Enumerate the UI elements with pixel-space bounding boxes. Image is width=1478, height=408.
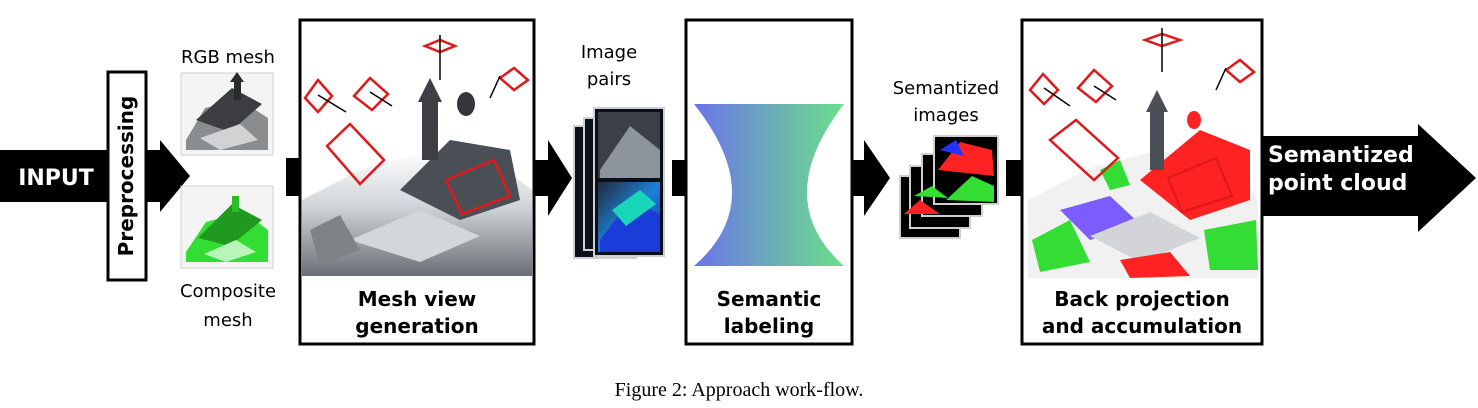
mesh-view-box: Mesh view generation (298, 18, 536, 346)
rgb-mesh-label: RGB mesh (181, 47, 275, 68)
image-pairs-stack (573, 107, 665, 259)
input-arrow: INPUT (0, 140, 190, 212)
stem-to-semantic-labeling (672, 160, 686, 196)
preprocessing-label: Preprocessing (114, 96, 138, 257)
camera-frames (303, 38, 531, 216)
back-projection-camera-frames (1028, 32, 1257, 214)
output-arrow: Semantized point cloud (1262, 124, 1476, 232)
output-label-line2: point cloud (1268, 171, 1407, 196)
back-projection-rays (1043, 28, 1227, 107)
composite-mesh-thumbnail (180, 185, 274, 269)
back-projection-box: Back projection and accumulation (1020, 18, 1264, 346)
image-pairs-label-line2: pairs (587, 69, 631, 90)
semantic-labeling-box: Semantic labeling (684, 18, 854, 346)
arrow-to-image-pairs (534, 140, 572, 216)
semantized-images-label-line1: Semantized (893, 78, 999, 99)
preprocessing-box: Preprocessing (106, 70, 148, 282)
input-label: INPUT (18, 166, 94, 191)
semantic-labeling-label-line1: Semantic (717, 287, 822, 311)
rgb-mesh-thumbnail (180, 72, 274, 156)
mesh-view-label-line2: generation (355, 314, 478, 338)
back-projection-label-line1: Back projection (1054, 287, 1229, 311)
stem-to-back-projection (1006, 160, 1022, 196)
arrow-to-semantized-images (852, 140, 890, 216)
semantic-labeling-label-line2: labeling (724, 314, 815, 338)
figure-caption: Figure 2: Approach work-flow. (615, 379, 864, 401)
semantized-images-label-line2: images (913, 105, 978, 126)
mesh-scene (302, 78, 532, 276)
encoder-decoder-shape (694, 104, 844, 266)
composite-mesh-label-line1: Composite (180, 281, 276, 302)
image-pairs-label-line1: Image (581, 42, 637, 63)
mesh-view-label-line1: Mesh view (358, 287, 477, 311)
camera-rays (317, 35, 501, 113)
stem-to-mesh-view (286, 158, 300, 196)
back-projection-label-line2: and accumulation (1042, 314, 1242, 338)
output-label-line1: Semantized (1268, 143, 1414, 168)
composite-mesh-label-line2: mesh (203, 310, 252, 331)
semantized-images-stack (899, 135, 999, 239)
